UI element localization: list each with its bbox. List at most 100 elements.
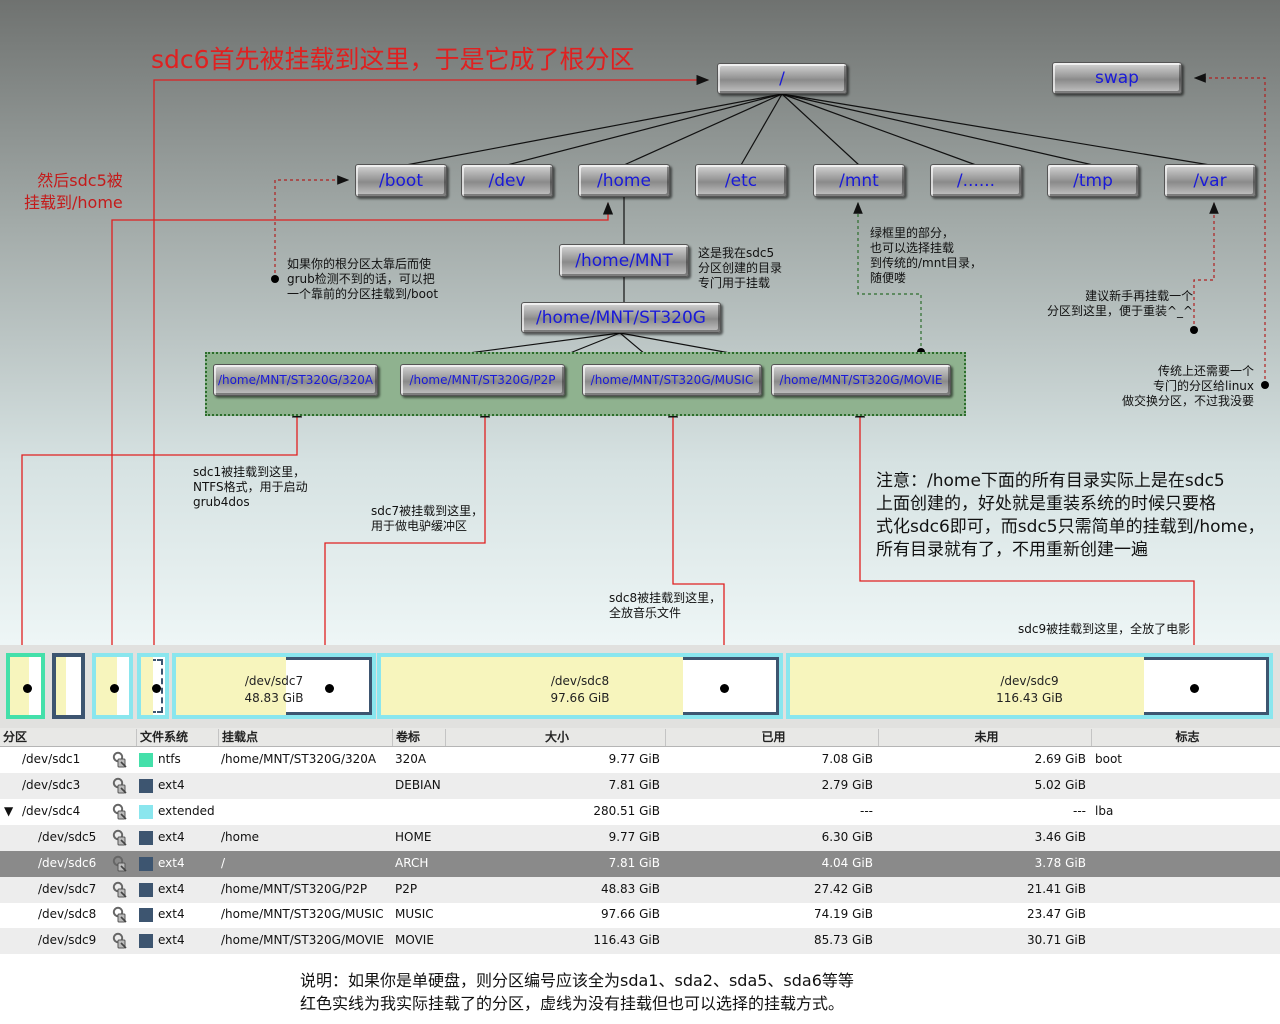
mount-diagram: sdc6首先被挂载到这里，于是它成了根分区 然后sdc5被 挂载到/home /… [0,0,1280,645]
cell-filesystem: ntfs [158,752,181,766]
swap-note: 传统上还需要一个 专门的分区给linux 做交换分区，不过我没要 [1122,364,1255,408]
col-label[interactable]: 卷标 [392,729,445,746]
cell-filesystem: ext4 [158,829,185,844]
cell-partition: /dev/sdc1 [22,752,81,766]
node-etc: /etc [695,164,787,197]
footer-note: 说明：如果你是单硬盘，则分区编号应该全为sda1、sda2、sda5、sda6等… [300,971,854,1013]
home-mount-title: 然后sdc5被 挂载到/home [24,171,123,212]
cell-partition: /dev/sdc6 [38,855,97,870]
mount-key-icon [112,829,130,847]
partition-used-fill [56,657,66,715]
cell-partition: /dev/sdc8 [38,907,97,922]
fs-color-swatch [139,934,153,949]
node-etc-more: /...... [930,164,1022,197]
sdc9-note: sdc9被挂载到这里，全放了电影 [1018,622,1191,636]
mount-dot [325,684,334,693]
cell-used: 27.42 GiB [813,881,873,896]
col-partition[interactable]: 分区 [3,730,28,744]
partition-block-sdc6[interactable] [137,653,169,719]
cell-unused: 2.69 GiB [1034,752,1086,766]
cell-flags: boot [1095,752,1123,766]
partition-block-sdc7[interactable]: /dev/sdc7 48.83 GiB [172,653,376,719]
node-st320g: /home/MNT/ST320G [521,302,721,333]
cell-partition: /dev/sdc4 [22,803,81,818]
cell-size: 9.77 GiB [608,752,660,766]
cell-label: P2P [395,881,418,896]
node-music: /home/MNT/ST320G/MUSIC [582,364,762,396]
col-mountpoint[interactable]: 挂载点 [218,729,392,746]
partition-table: 分区 文件系统 挂载点 卷标 大小 已用 未用 标志 /dev/sdc1 ntfs… [0,728,1280,1024]
partition-used-fill [176,657,286,715]
partition-block-sdc5[interactable] [92,653,133,719]
partition-block-sdc1[interactable] [6,653,45,719]
sdc7-note: sdc7被挂载到这里， 用于做电驴缓冲区 [371,504,484,533]
cell-filesystem: ext4 [158,933,185,948]
mount-key-icon [112,855,130,873]
cell-label: HOME [395,829,432,844]
table-row[interactable]: /dev/sdc1 ntfs/home/MNT/ST320G/320A 320A 9.… [0,747,1280,773]
mount-key-icon [112,803,130,821]
partition-block-sdc8[interactable]: /dev/sdc8 97.66 GiB [377,653,783,719]
mount-dot [720,684,729,693]
cell-mountpoint: /home/MNT/ST320G/320A [221,752,377,766]
cell-filesystem: ext4 [158,907,185,922]
node-var: /var [1164,164,1256,197]
cell-used: 74.19 GiB [813,907,873,922]
cell-mountpoint: /home/MNT/ST320G/P2P [221,881,368,896]
sdc1-note: sdc1被挂载到这里， NTFS格式，用于启动 grub4dos [193,465,308,509]
cell-used: 85.73 GiB [813,933,873,948]
node-root: / [717,63,847,94]
cell-mountpoint: / [221,855,226,870]
col-flags[interactable]: 标志 [1091,729,1280,746]
cell-used: 6.30 GiB [821,829,873,844]
cell-label: 320A [395,752,427,766]
mount-key-icon [112,932,130,950]
cell-flags: lba [1095,803,1114,818]
mount-dot [23,684,32,693]
mount-key-icon [112,751,130,769]
mount-key-icon [112,777,130,795]
cell-partition: /dev/sdc7 [38,881,97,896]
expand-toggle[interactable]: ▼ [4,803,14,818]
cell-unused: 3.78 GiB [1034,855,1086,870]
node-tmp: /tmp [1047,164,1139,197]
mount-dot [152,684,161,693]
cell-unused: --- [1073,803,1086,818]
mount-dot [110,684,119,693]
partition-used-fill [141,657,153,715]
col-used[interactable]: 已用 [665,729,878,746]
root-mount-title: sdc6首先被挂载到这里，于是它成了根分区 [151,45,635,74]
cell-size: 48.83 GiB [600,881,660,896]
fs-color-swatch [139,804,153,819]
col-filesystem[interactable]: 文件系统 [136,729,218,746]
col-unused[interactable]: 未用 [878,729,1091,746]
fs-color-swatch [139,830,153,845]
node-home: /home [578,164,670,197]
cell-partition: /dev/sdc9 [38,933,97,948]
cell-mountpoint: /home/MNT/ST320G/MOVIE [221,933,384,948]
partition-used-fill [790,657,1145,715]
cell-label: DEBIAN [395,777,441,792]
boot-note: 如果你的根分区太靠后而使 grub检测不到的话，可以把 一个靠前的分区挂载到/b… [287,257,439,301]
mount-key-icon [112,881,130,899]
partition-block-sdc9[interactable]: /dev/sdc9 116.43 GiB [786,653,1273,719]
cell-partition: /dev/sdc5 [38,829,97,844]
node-320a: /home/MNT/ST320G/320A [213,364,378,396]
col-size[interactable]: 大小 [445,729,665,746]
table-header: 分区 文件系统 挂载点 卷标 大小 已用 未用 标志 [0,728,1280,747]
node-home-mnt: /home/MNT [559,244,689,277]
fs-color-swatch [139,856,153,871]
partition-label-sdc7: /dev/sdc7 48.83 GiB [244,674,304,705]
cell-label: ARCH [395,855,429,870]
cell-size: 280.51 GiB [593,803,660,818]
cell-unused: 3.46 GiB [1034,829,1086,844]
mount-key-icon [112,906,130,924]
partition-block-sdc3[interactable] [52,653,85,719]
